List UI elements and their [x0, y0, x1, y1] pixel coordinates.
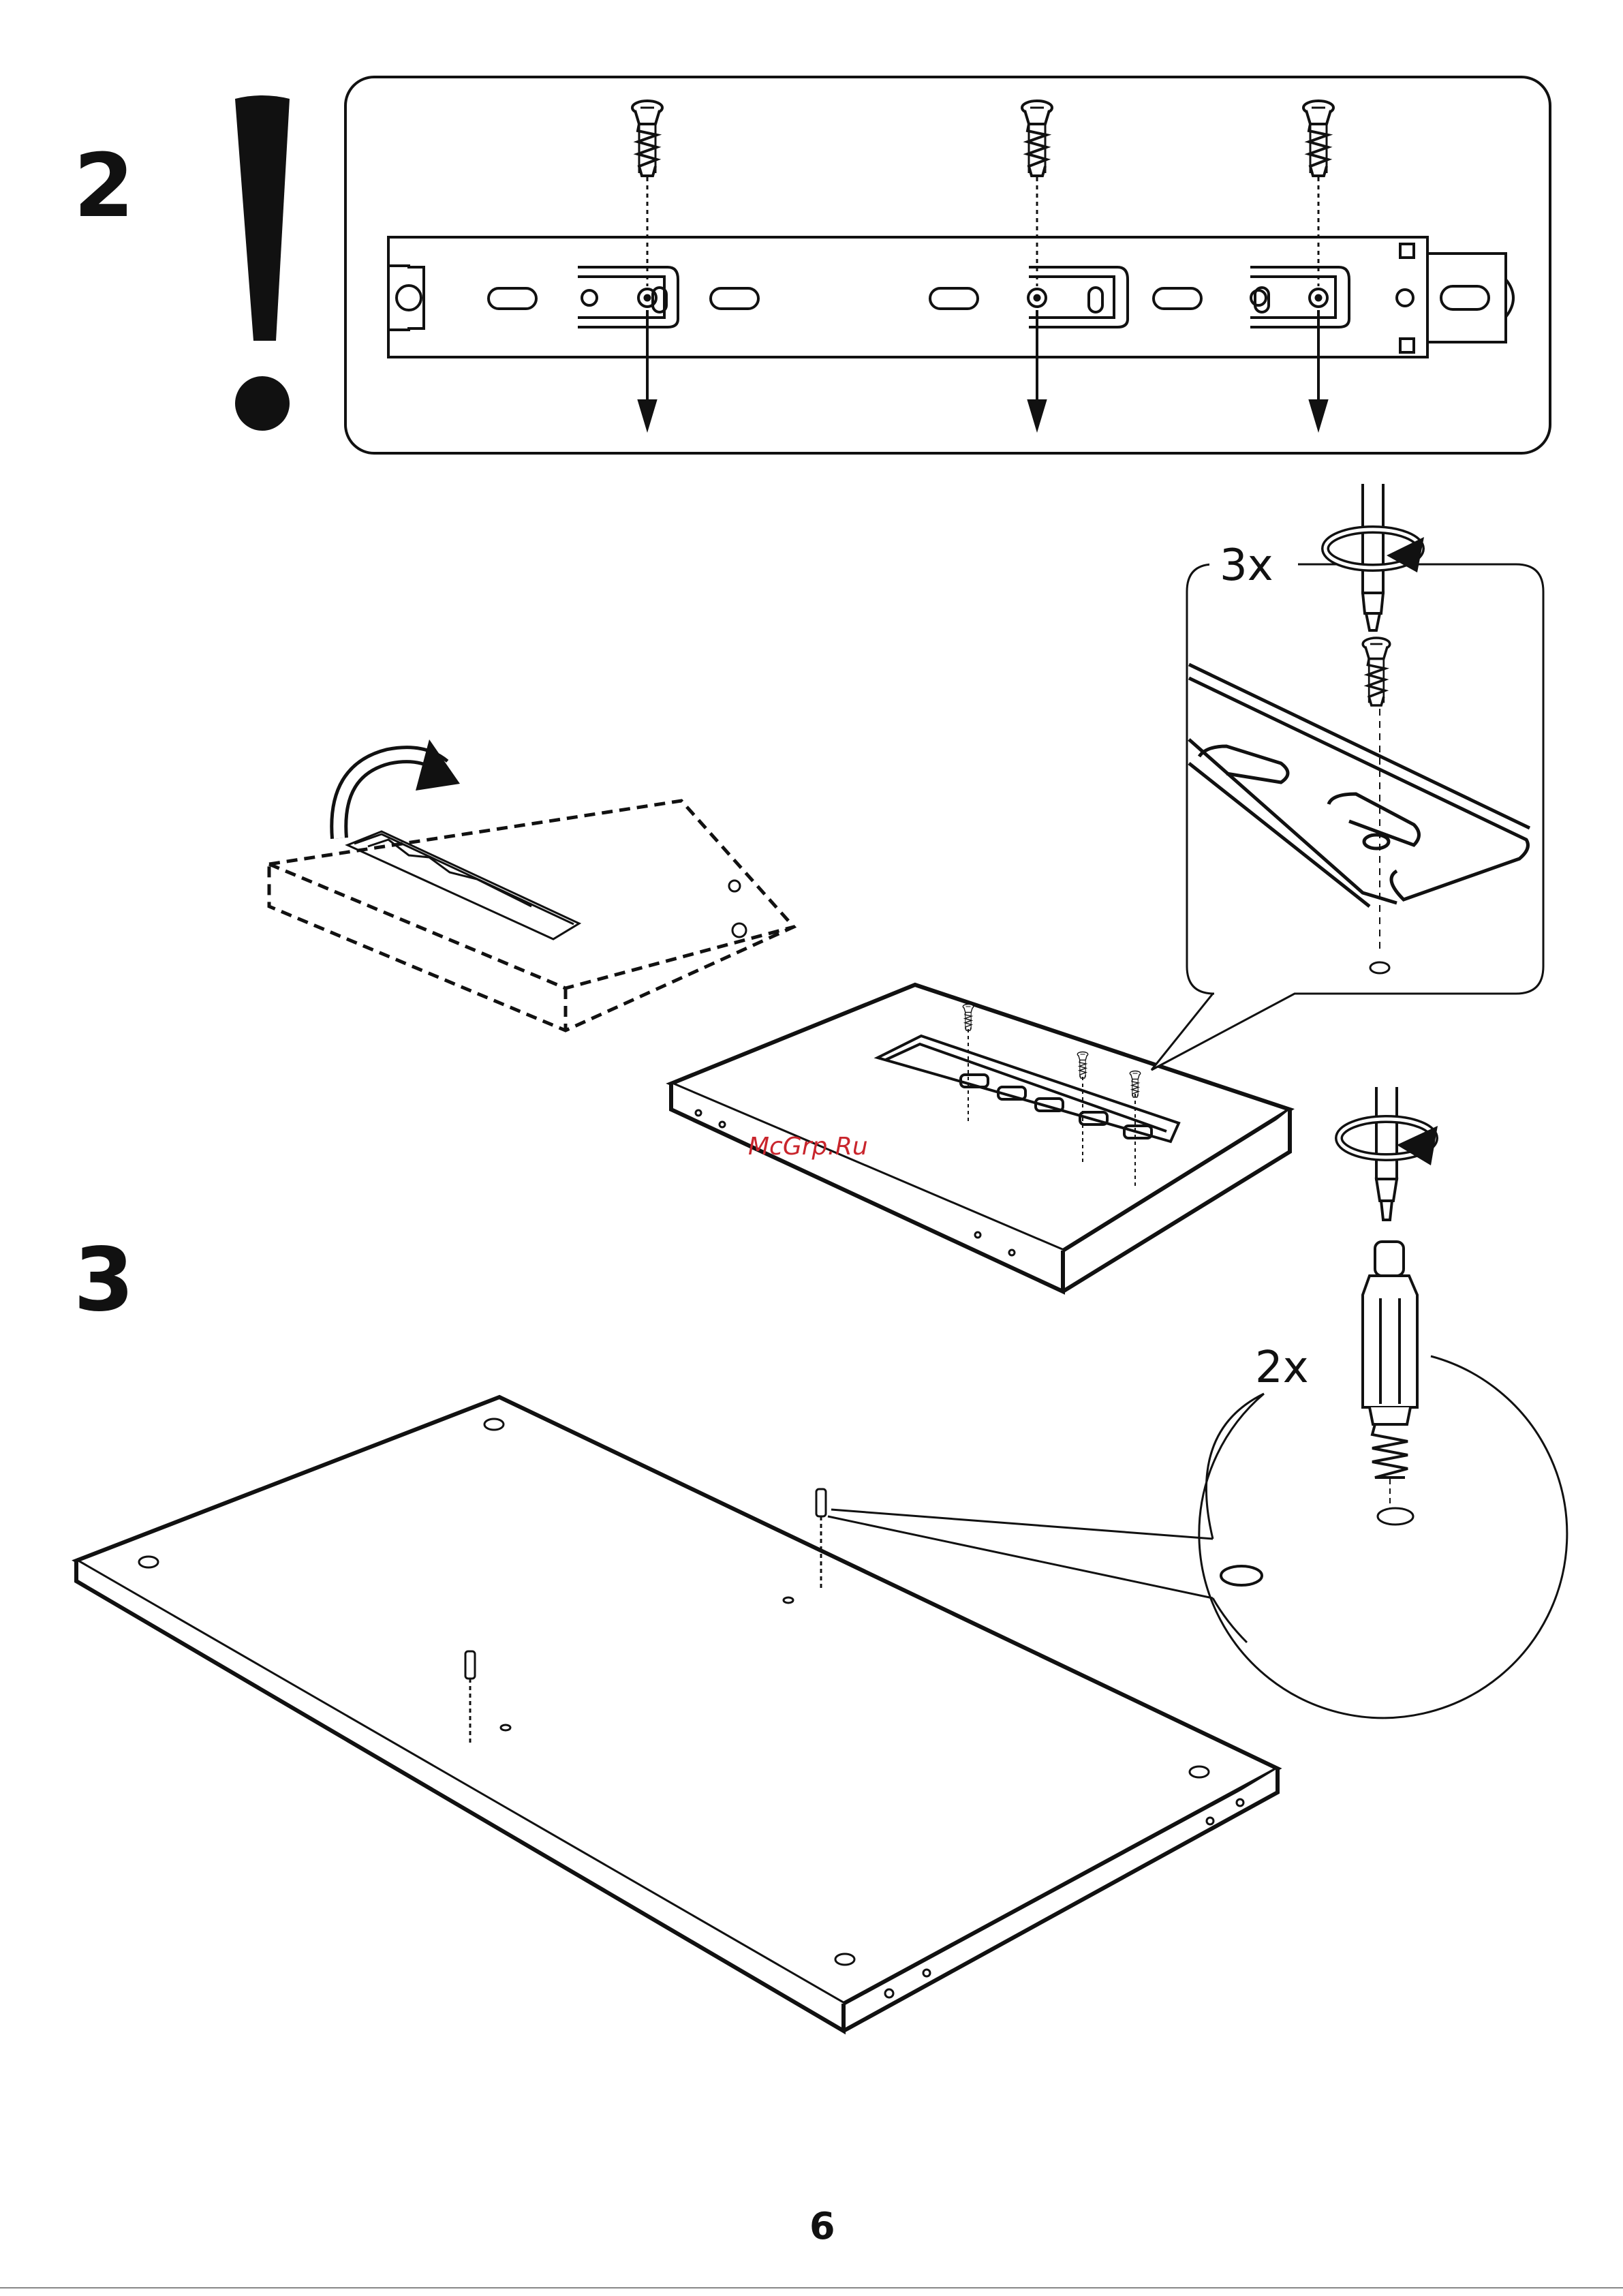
watermark-text: McGrp.Ru [748, 1135, 868, 1159]
step-3-number: 3 [74, 1237, 134, 1324]
drawer-runner-icon [388, 237, 1513, 357]
flip-arrow-icon [339, 739, 460, 838]
bottom-divider [0, 2287, 1623, 2289]
screw-quantity-label: 3x [1220, 544, 1273, 587]
cam-dowel-icon [1363, 1242, 1417, 1478]
large-board [76, 1397, 1278, 2031]
exclamation-icon [235, 95, 290, 431]
step-2-number: 2 [74, 143, 134, 230]
dowel-quantity-label: 2x [1255, 1346, 1309, 1390]
page-number: 6 [809, 2208, 835, 2245]
detail-callout-frame [1151, 564, 1543, 1070]
screwdriver-icon [1363, 484, 1383, 630]
screw-icon [632, 101, 1333, 176]
